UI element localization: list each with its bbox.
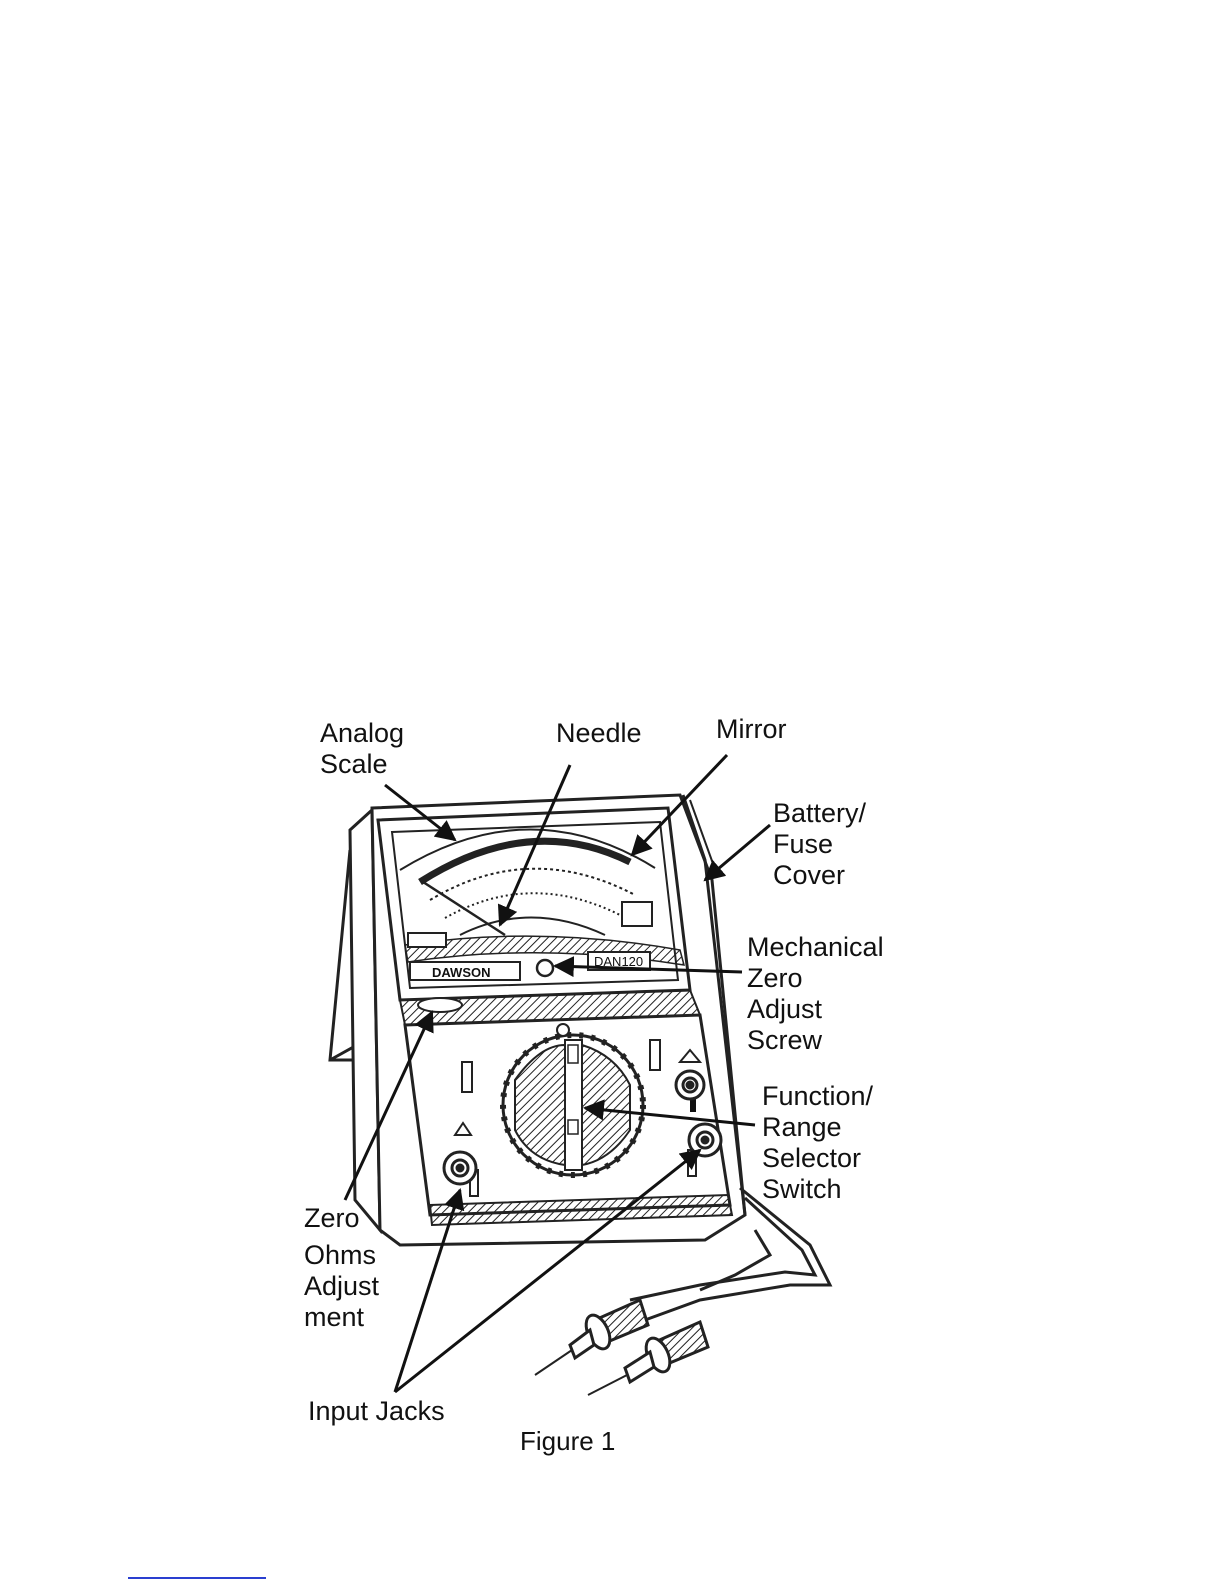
label-line: Zero (747, 963, 884, 994)
label-analog-scale: Analog Scale (320, 718, 404, 780)
label-line: Scale (320, 749, 404, 780)
label-mirror: Mirror (716, 714, 786, 745)
label-input-jacks: Input Jacks (308, 1396, 445, 1427)
label-line: Zero (304, 1203, 379, 1234)
label-zero-ohms: Zero Ohms Adjust ment (304, 1203, 379, 1333)
mechanical-zero-screw (537, 960, 553, 976)
label-line: Fuse (773, 829, 866, 860)
label-line: Analog (320, 718, 404, 749)
label-line: Adjust (747, 994, 884, 1025)
label-needle: Needle (556, 718, 642, 749)
label-line: Battery/ (773, 798, 866, 829)
label-line: Function/ (762, 1081, 873, 1112)
brand-text: DAWSON (432, 965, 491, 980)
figure-caption: Figure 1 (520, 1426, 615, 1457)
label-function-range: Function/ Range Selector Switch (762, 1081, 873, 1205)
label-line: Selector (762, 1143, 873, 1174)
label-line: ment (304, 1302, 379, 1333)
label-mechanical-zero: Mechanical Zero Adjust Screw (747, 932, 884, 1056)
label-line: Adjust (304, 1271, 379, 1302)
label-line: Range (762, 1112, 873, 1143)
label-line: Screw (747, 1025, 884, 1056)
meter-window (378, 808, 690, 1000)
label-line: Switch (762, 1174, 873, 1205)
label-line: Mechanical (747, 932, 884, 963)
zero-ohms-knob (418, 998, 462, 1012)
footer-rule (128, 1577, 266, 1579)
label-battery-fuse-cover: Battery/ Fuse Cover (773, 798, 866, 891)
label-line: Ohms (304, 1240, 379, 1271)
label-line: Cover (773, 860, 866, 891)
